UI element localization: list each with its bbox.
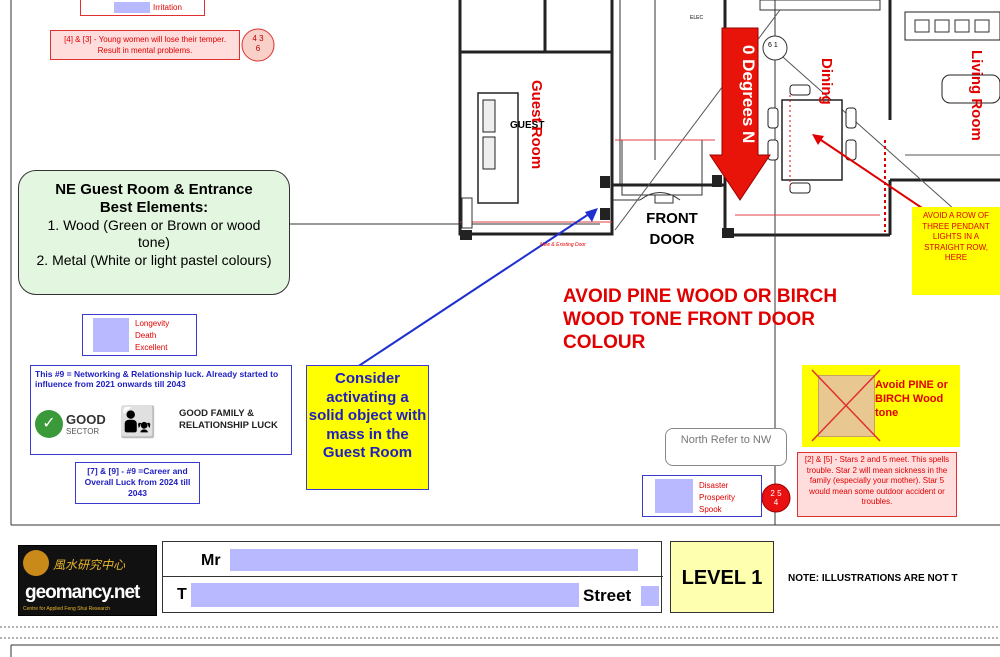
redacted-block	[93, 318, 129, 352]
legend-item-irritation: Irritation	[153, 3, 182, 12]
stars-43-circle	[241, 28, 275, 62]
bottom-legend-list: Disaster Prosperity Spook	[699, 481, 736, 514]
street-initial: T	[177, 586, 187, 603]
ne-box-title: NE Guest Room & Entrance	[55, 181, 253, 198]
yin-yang-icon	[23, 550, 49, 576]
redacted-block	[655, 479, 693, 513]
geomancy-logo: 風水研究中心 geomancy.net Centre for Applied F…	[18, 545, 157, 616]
illustration-note: NOTE: ILLUSTRATIONS ARE NOT T	[788, 573, 958, 584]
north-arrow	[709, 27, 771, 201]
family-luck-text: GOOD FAMILY & RELATIONSHIP LUCK	[179, 408, 278, 431]
elec-label: ELEC	[690, 15, 704, 21]
ne-box-subtitle: Best Elements:	[99, 199, 209, 216]
bottom-legend-box: Disaster Prosperity Spook	[642, 475, 762, 517]
longevity-legend-box: Longevity Death Excellent	[82, 314, 197, 356]
family-icon: 👨‍👧	[119, 406, 157, 439]
note-43-text: [4] & [3] - Young women will lose their …	[64, 35, 226, 55]
sector-note-text: This #9 = Networking & Relationship luck…	[35, 369, 279, 389]
logo-text: geomancy.net	[25, 582, 140, 603]
client-prefix: Mr	[201, 552, 221, 569]
client-divider	[163, 576, 663, 577]
logo-subtitle: Centre for Applied Feng Shui Research	[23, 606, 110, 612]
compass-star-circle	[762, 35, 788, 61]
north-note-box: North Refer to NW	[665, 428, 787, 466]
good-label: GOOD	[66, 412, 106, 427]
compass-stars: 6 1	[768, 42, 778, 49]
level-box: LEVEL 1	[670, 541, 774, 613]
avoid-wood-box: Avoid PINE or BIRCH Wood tone	[802, 365, 960, 447]
guest-bed-label: GUEST	[510, 120, 545, 131]
living-table	[941, 74, 1000, 104]
pendant-note-box: AVOID A ROW OF THREE PENDANT LIGHTS IN A…	[912, 207, 1000, 295]
pendant-arrow	[814, 135, 926, 211]
door-small-label: New & Existing Door	[540, 242, 586, 248]
ne-box-line1: 1. Wood (Green or Brown or wood tone)	[47, 217, 261, 250]
sector-label: SECTOR	[66, 427, 100, 436]
guest-room-walls	[458, 50, 614, 236]
living-label: Living Room	[968, 50, 985, 141]
dining-table	[781, 99, 843, 181]
logo-chinese: 風水研究中心	[53, 558, 126, 572]
note-43-box: [4] & [3] - Young women will lose their …	[50, 30, 240, 60]
front-door-label: FRONT DOOR	[646, 210, 698, 248]
guest-room-label: Guest Room	[528, 80, 545, 170]
degrees-label: 0 Degrees N	[739, 45, 758, 144]
check-icon: ✓	[35, 410, 63, 438]
stars-25-circle	[761, 483, 791, 513]
top-legend-box: Irritation	[80, 0, 205, 16]
dining-label: Dining	[818, 58, 835, 105]
avoid-pine-note: AVOID PINE WOOD OR BIRCH WOOD TONE FRONT…	[563, 286, 838, 353]
redacted-block	[114, 2, 150, 13]
street-suffix: Street	[583, 586, 632, 605]
client-info-box: Mr T Street	[162, 541, 663, 613]
career-note-box: [7] & [9] - #9 =Career and Overall Luck …	[75, 462, 200, 504]
consider-arrow	[344, 209, 596, 376]
consider-note-box: Consider activating a solid object with …	[306, 365, 429, 490]
legend-list: Longevity Death Excellent	[135, 319, 170, 352]
street-end-redacted	[641, 586, 659, 606]
avoid-wood-text: Avoid PINE or BIRCH Wood tone	[875, 379, 948, 419]
sector-note-box: This #9 = Networking & Relationship luck…	[30, 365, 292, 455]
street-redacted	[191, 583, 579, 607]
ne-guest-room-box: NE Guest Room & Entrance Best Elements: …	[18, 170, 290, 295]
client-name-redacted	[230, 549, 638, 571]
note-25-box: [2] & [5] - Stars 2 and 5 meet. This spe…	[797, 452, 957, 517]
ne-box-line2: 2. Metal (White or light pastel colours)	[36, 252, 272, 268]
